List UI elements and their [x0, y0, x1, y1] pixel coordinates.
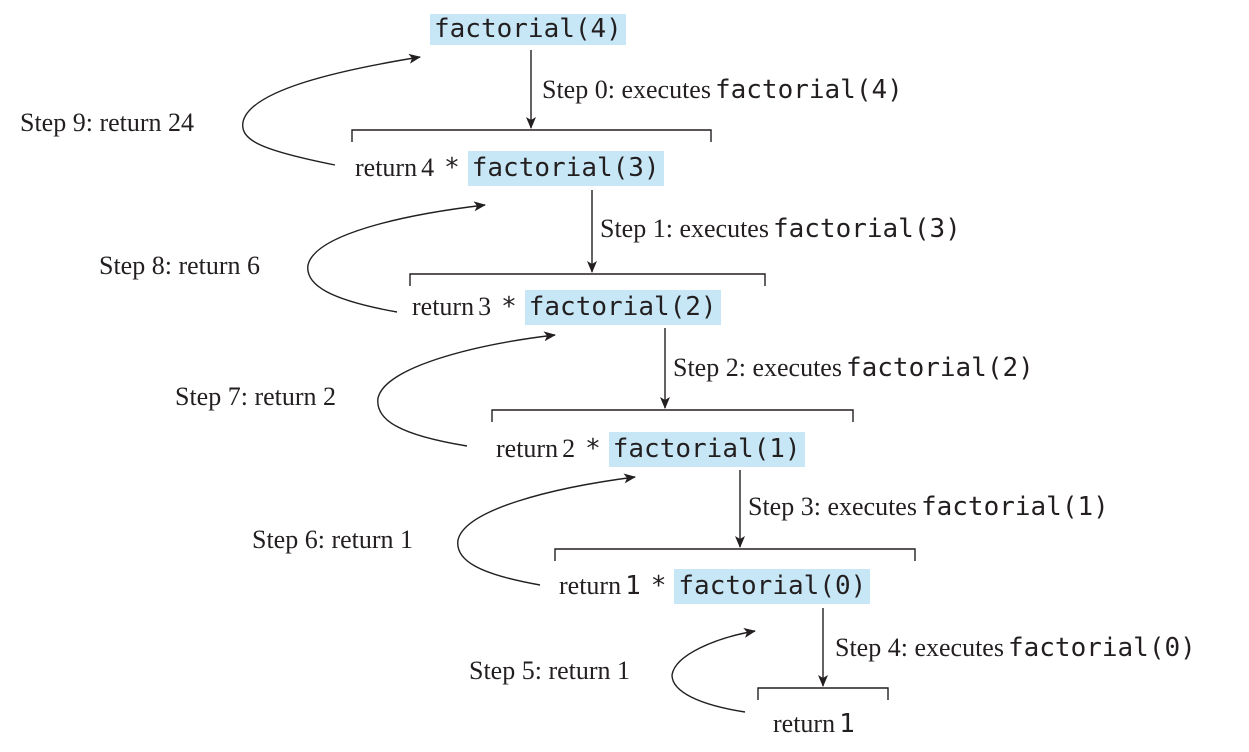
step-2-label: Step 2: executes factorial(2)	[673, 353, 1034, 383]
frame-1-n: 3	[478, 292, 492, 321]
frame-2-call: factorial(1)	[608, 432, 805, 467]
frame-2-n: 2	[562, 434, 576, 463]
return-9-curve	[242, 53, 421, 166]
frame-2-bracket	[491, 409, 854, 422]
frame-4-bracket	[757, 687, 889, 700]
frame-1-bracket	[409, 273, 766, 286]
frame-1-call: factorial(2)	[524, 290, 721, 325]
return-6-curve	[457, 473, 636, 586]
step-4-text: Step 4: executes	[835, 633, 1004, 662]
frame-2-op: *	[585, 434, 601, 464]
frame-2: return 2 * factorial(1)	[496, 432, 805, 467]
frame-3-op: *	[650, 571, 667, 601]
step-0-label: Step 0: executes factorial(4)	[542, 75, 903, 105]
frame-0-op: *	[444, 153, 460, 183]
step-3-call: factorial(1)	[920, 492, 1109, 522]
return-label-6: Step 6: return 1	[252, 525, 414, 554]
step-4-call: factorial(0)	[1007, 633, 1196, 663]
return-8-curve	[307, 201, 486, 313]
step-3-label: Step 3: executes factorial(1)	[748, 492, 1109, 522]
frame-3: return 1 * factorial(0)	[559, 569, 871, 604]
step-4-label: Step 4: executes factorial(0)	[835, 633, 1196, 663]
frame-4-return: return	[773, 709, 836, 738]
frame-3-bracket	[554, 548, 916, 561]
frame-0-bracket	[351, 129, 712, 142]
step-1-label: Step 1: executes factorial(3)	[600, 214, 961, 244]
frame-1-return: return	[412, 292, 475, 321]
step-2-call: factorial(2)	[845, 353, 1034, 383]
frame-3-n: 1	[625, 571, 641, 601]
step-1-call: factorial(3)	[772, 214, 961, 244]
frame-0-n: 4	[421, 153, 435, 182]
step-2-text: Step 2: executes	[673, 353, 842, 382]
step-1-text: Step 1: executes	[600, 214, 769, 243]
step-0-text: Step 0: executes	[542, 75, 711, 104]
frame-1: return 3 * factorial(2)	[412, 290, 721, 325]
return-label-8: Step 8: return 6	[99, 251, 261, 280]
frame-3-call: factorial(0)	[674, 569, 871, 604]
root-call: factorial(4)	[430, 14, 626, 45]
frame-4-n: 1	[839, 709, 855, 739]
return-5-curve	[671, 627, 756, 713]
frame-3-return: return	[559, 571, 622, 600]
return-label-7: Step 7: return 2	[175, 382, 337, 411]
frame-0-return: return	[355, 153, 418, 182]
return-label-5: Step 5: return 1	[469, 656, 631, 685]
frame-0-call: factorial(3)	[467, 151, 664, 186]
frame-0: return 4 * factorial(3)	[355, 151, 664, 186]
frame-4: return 1	[773, 709, 855, 739]
frame-2-return: return	[496, 434, 559, 463]
return-label-9: Step 9: return 24	[20, 108, 195, 137]
step-3-text: Step 3: executes	[748, 492, 917, 521]
step-0-call: factorial(4)	[714, 75, 903, 105]
frame-1-op: *	[501, 292, 517, 322]
return-7-curve	[377, 331, 556, 447]
